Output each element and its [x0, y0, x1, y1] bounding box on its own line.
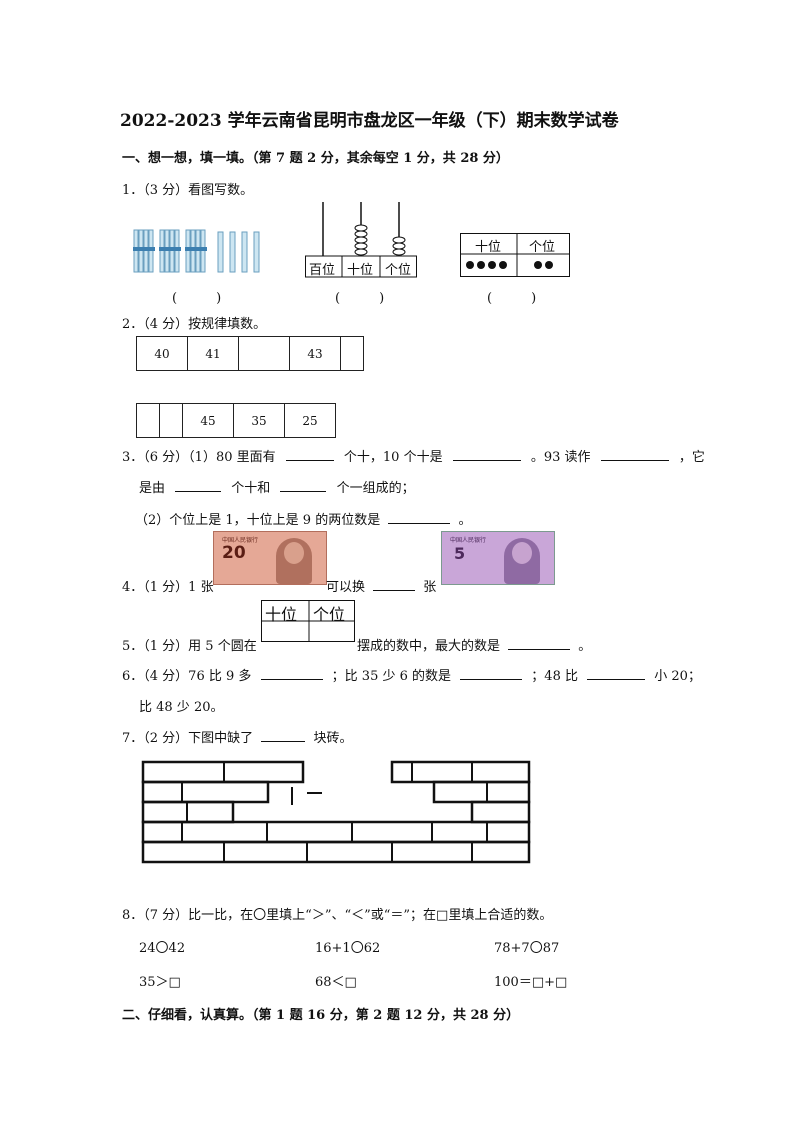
q3-text: 个十，10 个十是	[343, 450, 443, 465]
answer-blank[interactable]	[260, 667, 323, 680]
answer-bracket-1[interactable]: ( )	[172, 291, 222, 306]
compare-item[interactable]: 78+7〇87	[494, 941, 560, 956]
answer-blank[interactable]	[388, 511, 451, 524]
answer-blank[interactable]	[373, 578, 416, 591]
q6-text: 6．（4 分）76 比 9 多	[122, 669, 252, 684]
place-value-dots-figure: 十位 个位	[460, 233, 570, 277]
question-3-line-2: 是由 个十和 个一组成的；	[139, 477, 415, 496]
question-7-text: 7．（2 分）下图中缺了 块砖。	[122, 727, 352, 746]
seq1-cell: 41	[187, 336, 239, 371]
seq1-cell: 40	[136, 336, 188, 371]
place-value-table-q5: 十位 个位	[261, 600, 355, 642]
pv-label-ones: 个位	[313, 605, 346, 624]
q5-text: 摆成的数中，最大的数是	[357, 639, 501, 654]
question-1-text: 1．（3 分）看图写数。	[122, 183, 254, 198]
question-6-line-1: 6．（4 分）76 比 9 多 ；比 35 少 6 的数是 ；48 比 小 20…	[122, 665, 701, 684]
pv-label-ones: 个位	[529, 240, 556, 255]
seq2-cell: 25	[284, 403, 336, 438]
compare-item[interactable]: 24〇42	[139, 941, 186, 956]
q3-text: （2）个位上是 1，十位上是 9 的两位数是	[135, 513, 381, 528]
seq1-blank-cell[interactable]	[238, 336, 290, 371]
q6-text: ；比 35 少 6 的数是	[331, 669, 452, 684]
q3-text: 是由	[139, 481, 166, 496]
abacus-label-hundreds: 百位	[309, 263, 336, 278]
abacus-label-tens: 十位	[347, 263, 374, 278]
question-3-line-1: 3．（6 分）（1）80 里面有 个十，10 个十是 。93 读作 ，它	[122, 446, 705, 465]
section-2-header: 二、仔细看，认真算。（第 1 题 16 分，第 2 题 12 分，共 28 分）	[122, 1008, 520, 1023]
portrait-face-icon	[512, 542, 532, 564]
seq1-cell: 43	[289, 336, 341, 371]
question-4-text-a: 4．（1 分）1 张	[122, 580, 214, 595]
q6-text: ；48 比	[531, 669, 578, 684]
seq2-blank-cell[interactable]	[159, 403, 183, 438]
question-6-line-2: 比 48 少 20。	[139, 700, 224, 715]
sequence-row-1: 40 41 43	[136, 336, 364, 371]
answer-blank[interactable]	[600, 448, 669, 461]
abacus-figure: 百位 十位 个位	[305, 202, 417, 278]
q7-text: 7．（2 分）下图中缺了	[122, 731, 254, 746]
answer-blank[interactable]	[508, 637, 571, 650]
banknote-5-image: 中国人民银行 5	[441, 531, 555, 585]
banknote-bank-name: 中国人民银行	[222, 537, 259, 544]
question-5-text-a: 5．（1 分）用 5 个圆在	[122, 639, 257, 654]
banknote-bank-name: 中国人民银行	[450, 537, 487, 544]
answer-blank[interactable]	[261, 729, 306, 742]
question-5-text-b: 摆成的数中，最大的数是 。	[357, 635, 591, 654]
answer-bracket-2[interactable]: ( )	[335, 291, 385, 306]
page-title: 2022-2023 学年云南省昆明市盘龙区一年级（下）期末数学试卷	[120, 111, 619, 131]
pv-label-tens: 十位	[265, 605, 298, 624]
q3-text: 。	[458, 513, 472, 528]
seq2-cell: 35	[233, 403, 285, 438]
q3-text: 3．（6 分）（1）80 里面有	[122, 450, 276, 465]
answer-blank[interactable]	[175, 479, 222, 492]
answer-blank[interactable]	[285, 448, 334, 461]
q4-text: 张	[423, 580, 437, 595]
answer-blank[interactable]	[280, 479, 327, 492]
answer-blank[interactable]	[587, 667, 646, 680]
question-2-text: 2．（4 分）按规律填数。	[122, 317, 267, 332]
banknote-value-5: 5	[454, 544, 466, 563]
stick-bundles-figure	[133, 229, 260, 273]
q3-text: 个一组成的；	[336, 481, 415, 496]
q4-text: 可以换	[326, 580, 366, 595]
q3-text: ，它	[678, 450, 705, 465]
question-8-text: 8．（7 分）比一比，在〇里填上“＞”、“＜”或“＝”；在□里填上合适的数。	[122, 908, 553, 923]
pv-label-tens: 十位	[475, 240, 502, 255]
banknote-value-20: 20	[222, 543, 246, 563]
seq1-blank-cell[interactable]	[340, 336, 364, 371]
q3-text: 个十和	[231, 481, 271, 496]
seq2-cell: 45	[182, 403, 234, 438]
abacus-label-ones: 个位	[385, 263, 412, 278]
answer-blank[interactable]	[460, 667, 523, 680]
answer-bracket-3[interactable]: ( )	[487, 291, 537, 306]
banknote-20-image: 中国人民银行 20	[213, 531, 327, 585]
question-3-line-3: （2）个位上是 1，十位上是 9 的两位数是 。	[135, 509, 472, 528]
compare-item[interactable]: 100＝□+□	[494, 975, 568, 990]
section-1-header: 一、想一想，填一填。（第 7 题 2 分，其余每空 1 分，共 28 分）	[122, 151, 509, 166]
question-4-text-b: 可以换 张	[326, 576, 436, 595]
brick-wall-figure	[141, 760, 531, 864]
q5-text: 。	[578, 639, 592, 654]
compare-item[interactable]: 35＞□	[139, 975, 181, 990]
seq2-blank-cell[interactable]	[136, 403, 160, 438]
portrait-face-icon	[284, 542, 304, 564]
q6-text: 小 20；	[654, 669, 701, 684]
answer-blank[interactable]	[452, 448, 521, 461]
q7-text: 块砖。	[313, 731, 353, 746]
compare-item[interactable]: 16+1〇62	[315, 941, 381, 956]
compare-item[interactable]: 68＜□	[315, 975, 357, 990]
sequence-row-2: 45 35 25	[136, 403, 336, 438]
q3-text: 。93 读作	[530, 450, 591, 465]
